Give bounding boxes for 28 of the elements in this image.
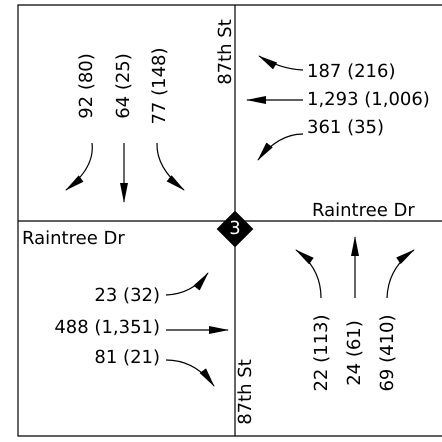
volume-label: 77 (148) — [151, 47, 169, 125]
volume-label: 81 (21) — [94, 349, 160, 367]
volume-label: 92 (80) — [78, 53, 96, 119]
volume-label: 64 (25) — [115, 53, 133, 119]
movement-arrow — [156, 143, 185, 191]
movement-arrow — [246, 96, 303, 104]
street-name: Raintree Dr — [312, 202, 415, 220]
movement-arrow — [120, 143, 128, 203]
volume-label: 69 (410) — [379, 314, 397, 392]
volume-label: 1,293 (1,006) — [307, 91, 430, 109]
movement-arrow — [166, 272, 209, 296]
movement-arrow — [257, 133, 304, 161]
movement-arrow — [166, 326, 229, 334]
volume-label: 22 (113) — [313, 314, 331, 392]
volume-label: 23 (32) — [94, 287, 160, 305]
volume-label: 488 (1,351) — [54, 319, 160, 337]
movement-arrow — [351, 236, 359, 298]
street-name: 87th St — [217, 19, 235, 85]
volume-label: 24 (61) — [346, 320, 364, 386]
movement-arrow — [65, 142, 93, 191]
movement-arrow — [166, 359, 215, 387]
street-name: 87th St — [237, 359, 255, 425]
movement-arrow — [258, 55, 304, 71]
volume-label: 361 (35) — [307, 119, 384, 137]
volume-label: 187 (216) — [307, 63, 396, 81]
movement-arrow — [295, 249, 322, 298]
movement-arrow — [386, 249, 415, 298]
street-name: Raintree Dr — [22, 230, 125, 248]
